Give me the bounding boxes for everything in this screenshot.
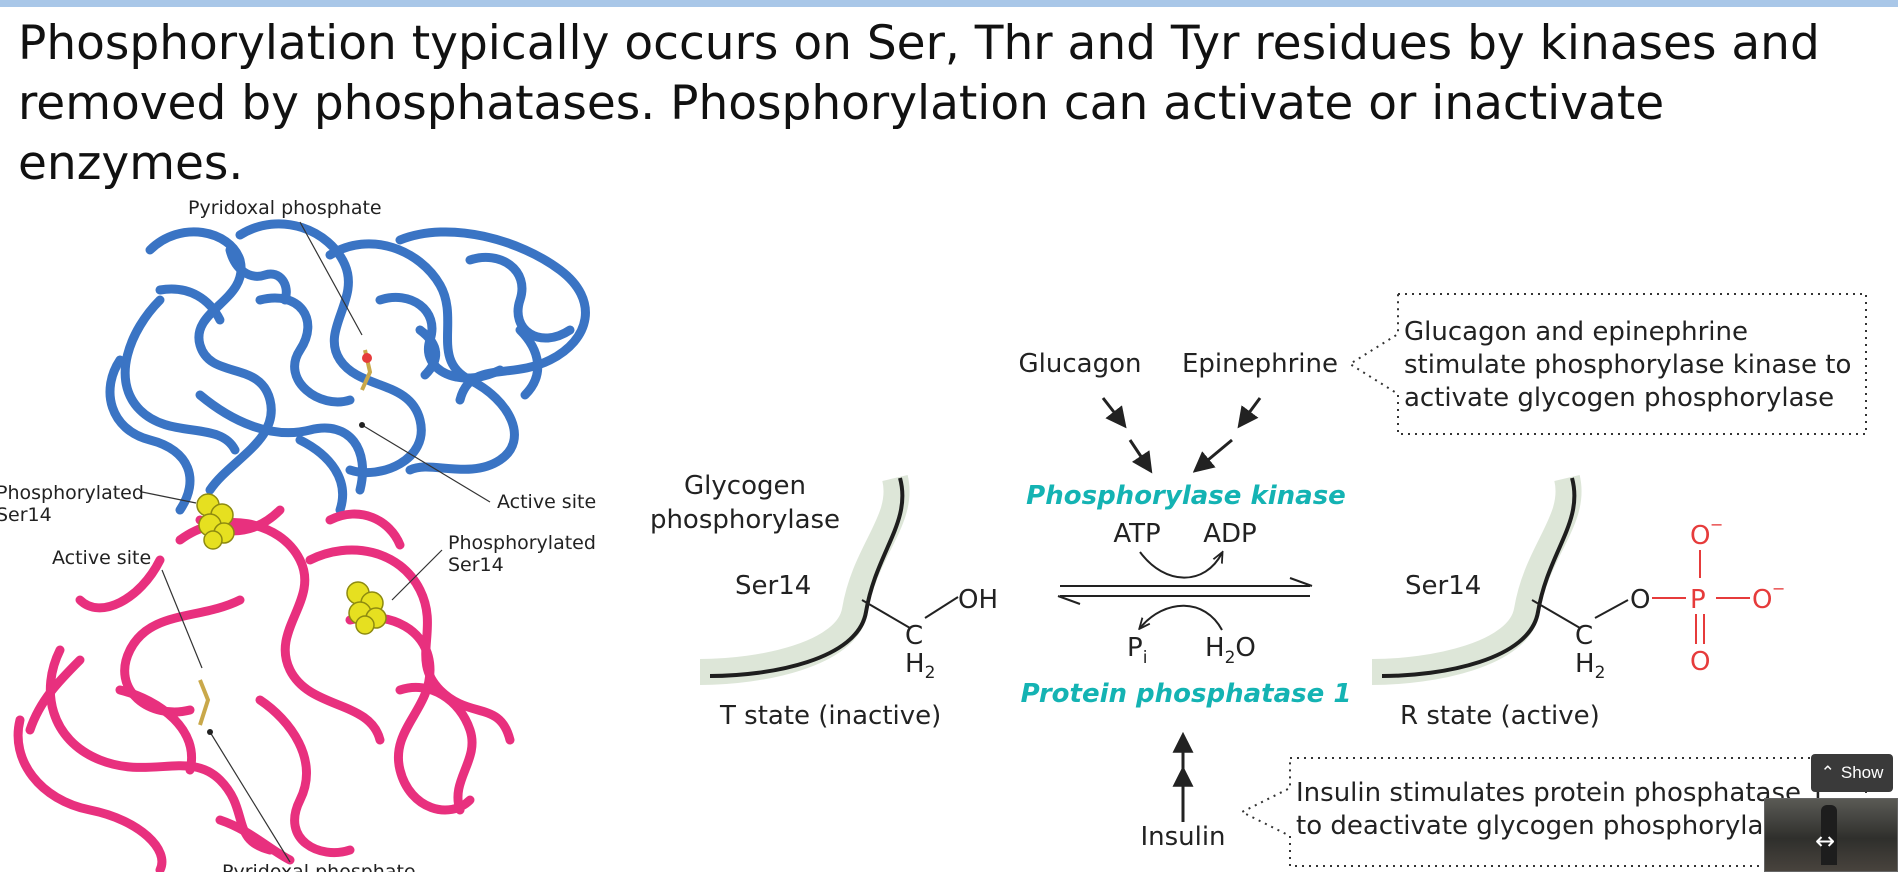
callout-bottom-box [1239, 757, 1867, 867]
label-phosphorylase-kinase: Phosphorylase kinase [1026, 481, 1346, 511]
phosphate-atom-top [362, 353, 372, 363]
callout-top-box [1348, 293, 1867, 435]
label-h-left: H2 [905, 649, 935, 683]
label-oh: OH [958, 585, 998, 615]
structure-leader-lines [141, 221, 491, 863]
label-insulin: Insulin [1140, 822, 1225, 852]
blue-subunit [105, 219, 590, 515]
note-top-line-3: activate glycogen phosphorylase [1404, 383, 1834, 413]
note-bottom-line-1: Insulin stimulates protein phosphatase 1 [1296, 778, 1826, 808]
label-h2o: H2O [1205, 633, 1256, 668]
bond-c-o [1594, 599, 1629, 619]
slide-title: Phosphorylation typically occurs on Ser,… [18, 14, 1878, 194]
bond-ser-c-left [861, 599, 911, 629]
t-state-membrane-edge [709, 477, 905, 678]
label-protein-phosphatase-1: Protein phosphatase 1 [1021, 679, 1352, 709]
note-top-line-2: stimulate phosphorylase kinase to [1404, 350, 1851, 380]
bond-c-oh [924, 596, 959, 619]
ser14-spheres-left [196, 493, 235, 550]
label-c-right: C [1575, 621, 1593, 651]
ser14-spheres-right [346, 581, 387, 635]
label-phospho-right-2: Ser14 [448, 554, 504, 576]
charge-o-top: − [1710, 515, 1723, 534]
label-o-top: O [1690, 521, 1710, 551]
charge-o-right: − [1772, 579, 1785, 598]
label-active-site-right: Active site [497, 491, 596, 513]
r-state-membrane [1371, 475, 1582, 685]
show-button-label: Show [1840, 763, 1884, 782]
label-pyridoxal-bottom: Pyridoxal phosphate [222, 861, 416, 872]
label-t-state: T state (inactive) [719, 701, 941, 731]
title-line-1: Phosphorylation typically occurs on Ser,… [18, 16, 1820, 71]
title-line-2: removed by phosphatases. Phosphorylation… [18, 76, 1665, 191]
label-glucagon: Glucagon [1019, 349, 1142, 379]
top-accent-bar [0, 0, 1898, 7]
arrow-glucagon-1 [1101, 397, 1127, 429]
pink-subunit [13, 505, 515, 872]
label-phosphorylase: phosphorylase [650, 505, 840, 535]
label-epinephrine: Epinephrine [1182, 349, 1338, 379]
label-pi: Pi [1127, 633, 1147, 668]
label-active-site-left: Active site [52, 547, 151, 569]
label-atp: ATP [1113, 519, 1160, 549]
note-bottom-line-2: to deactivate glycogen phosphoryla [1296, 811, 1763, 841]
chevron-up-icon: ⌃ [1820, 763, 1835, 782]
label-phospho-right-1: Phosphorylated [448, 532, 596, 554]
equilibrium-arrows [1057, 552, 1313, 630]
bond-ser-c-right [1531, 599, 1581, 629]
label-pyridoxal-top: Pyridoxal phosphate [188, 197, 382, 219]
label-adp: ADP [1203, 519, 1257, 549]
active-site-dot-bottom [207, 729, 213, 735]
label-phospho-left-1: Phosphorylated [0, 482, 144, 504]
active-site-dot-top [359, 422, 365, 428]
r-state-membrane-edge [1381, 477, 1577, 678]
label-r-state: R state (active) [1400, 701, 1600, 731]
arrow-glucagon-2 [1128, 439, 1153, 474]
label-o-right: O [1752, 585, 1772, 615]
label-o-link: O [1630, 585, 1650, 615]
label-phospho-left-2: Ser14 [0, 504, 52, 526]
label-glycogen: Glycogen [684, 471, 806, 501]
presenter-video-thumbnail[interactable]: ↔ [1764, 798, 1898, 872]
label-h-right: H2 [1575, 649, 1605, 683]
label-p: P [1690, 585, 1706, 615]
show-button[interactable]: ⌃ Show [1811, 754, 1893, 792]
label-o-bottom: O [1690, 647, 1710, 677]
presenter-silhouette [1821, 805, 1837, 865]
resize-arrows-icon[interactable]: ↔ [1815, 827, 1836, 855]
protein-structure: Pyridoxal phosphate Phosphorylated Ser14… [0, 197, 596, 872]
reaction-scheme: Glycogen phosphorylase Ser14 OH C H2 T s… [650, 293, 1867, 867]
label-ser14-right: Ser14 [1405, 571, 1481, 601]
label-c-left: C [905, 621, 923, 651]
note-top-line-1: Glucagon and epinephrine [1404, 317, 1748, 347]
t-state-membrane [699, 475, 910, 685]
label-ser14-left: Ser14 [735, 571, 811, 601]
arrow-epinephrine-1 [1237, 397, 1262, 429]
arrow-epinephrine-2 [1192, 438, 1233, 473]
